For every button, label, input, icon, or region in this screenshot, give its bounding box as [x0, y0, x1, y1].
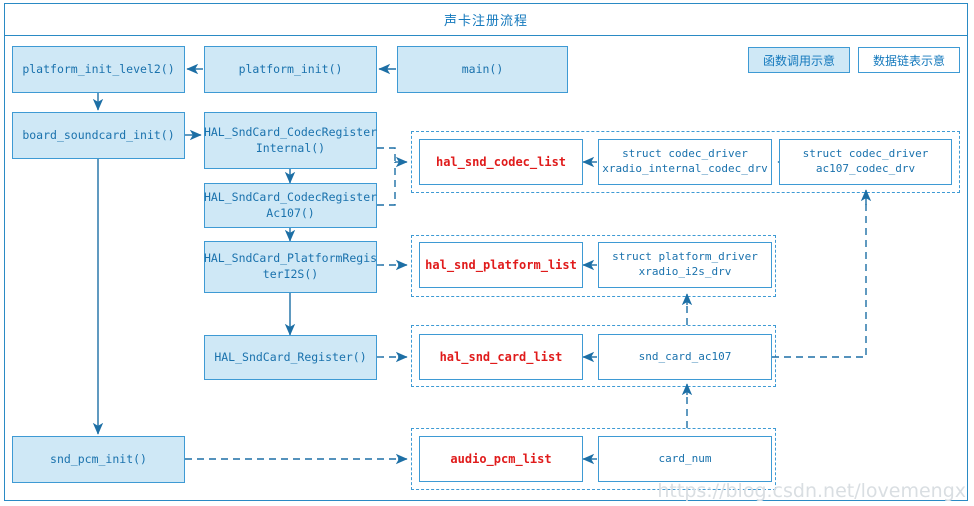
- node-main[interactable]: main(): [397, 46, 568, 93]
- node-label: snd_card_ac107: [638, 349, 732, 363]
- node-label: snd_pcm_init(): [50, 451, 147, 466]
- page-title: 声卡注册流程: [443, 13, 528, 29]
- legend-function-call-label: 函数调用示意: [762, 53, 835, 68]
- node-label: board_soundcard_init(): [22, 127, 175, 142]
- node-label: main(): [461, 61, 504, 76]
- node-platform-init-level2[interactable]: platform_init_level2(): [12, 46, 185, 93]
- node-hal-sndcard-register[interactable]: HAL_SndCard_Register(): [204, 335, 377, 380]
- group-codec-list: [411, 131, 960, 193]
- node-snd-card-ac107[interactable]: snd_card_ac107: [598, 334, 772, 380]
- node-board-soundcard-init[interactable]: board_soundcard_init(): [12, 112, 185, 159]
- group-pcm-list: [411, 428, 776, 490]
- node-label: platform_init(): [238, 61, 343, 76]
- node-label: audio_pcm_list: [450, 451, 552, 466]
- node-platform-init[interactable]: platform_init(): [204, 46, 377, 93]
- node-hal-snd-platform-list[interactable]: hal_snd_platform_list: [419, 242, 583, 288]
- legend-data-list[interactable]: 数据链表示意: [858, 47, 960, 73]
- node-label: platform_init_level2(): [22, 61, 175, 76]
- node-label: hal_snd_codec_list: [435, 154, 567, 169]
- node-card-num[interactable]: card_num: [598, 436, 772, 482]
- node-audio-pcm-list[interactable]: audio_pcm_list: [419, 436, 583, 482]
- legend-function-call[interactable]: 函数调用示意: [748, 47, 850, 73]
- legend-data-list-label: 数据链表示意: [872, 53, 945, 68]
- node-snd-pcm-init[interactable]: snd_pcm_init(): [12, 436, 185, 483]
- node-hal-snd-card-list[interactable]: hal_snd_card_list: [419, 334, 583, 380]
- node-label: hal_snd_platform_list: [425, 257, 577, 272]
- diagram-title-bar: 声卡注册流程: [4, 3, 968, 36]
- node-hal-snd-codec-list[interactable]: hal_snd_codec_list: [419, 139, 583, 185]
- node-label: card_num: [658, 451, 712, 465]
- node-label: HAL_SndCard_Register(): [214, 349, 367, 364]
- node-label: hal_snd_card_list: [439, 349, 563, 364]
